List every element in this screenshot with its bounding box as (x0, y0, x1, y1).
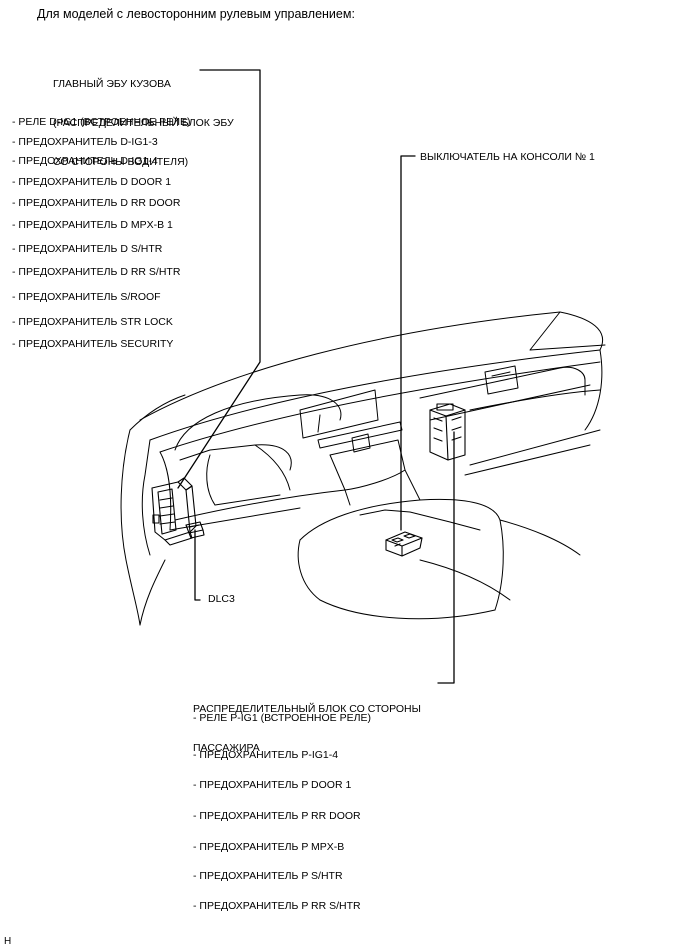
leader-console-switch (400, 155, 416, 531)
driver-item: - ПРЕДОХРАНИТЕЛЬ STR LOCK (12, 316, 173, 328)
passenger-item: - ПРЕДОХРАНИТЕЛЬ P-IG1-4 (193, 749, 339, 761)
driver-item: - ПРЕДОХРАНИТЕЛЬ D RR DOOR (12, 197, 181, 209)
passenger-item: - ПРЕДОХРАНИТЕЛЬ P DOOR 1 (193, 779, 352, 791)
figure-code: H (4, 936, 12, 947)
passenger-item: - ПРЕДОХРАНИТЕЛЬ P MPX-B (193, 841, 345, 853)
passenger-item: - ПРЕДОХРАНИТЕЛЬ P RR DOOR (193, 810, 361, 822)
leader-driver-ecu (177, 69, 261, 489)
passenger-block-title-line: РАСПРЕДЕЛИТЕЛЬНЫЙ БЛОК СО СТОРОНЫ (193, 703, 421, 715)
driver-ecu-title-line: ГЛАВНЫЙ ЭБУ КУЗОВА (53, 78, 171, 90)
driver-item: - РЕЛЕ D-IG1 (ВСТРОЕННОЕ РЕЛЕ) (12, 116, 191, 128)
passenger-item: - ПРЕДОХРАНИТЕЛЬ P S/HTR (193, 870, 343, 882)
driver-ecu-component (151, 477, 197, 546)
passenger-block-title: РАСПРЕДЕЛИТЕЛЬНЫЙ БЛОК СО СТОРОНЫ ПАССАЖ… (193, 677, 421, 768)
driver-item: - ПРЕДОХРАНИТЕЛЬ D-IG1-3 (12, 136, 158, 148)
driver-item: - ПРЕДОХРАНИТЕЛЬ S/ROOF (12, 291, 161, 303)
leader-lines (177, 69, 455, 684)
dashboard-outline (120, 311, 606, 626)
console-switch-component (385, 531, 423, 557)
passenger-item: - РЕЛЕ P-IG1 (ВСТРОЕННОЕ РЕЛЕ) (193, 712, 371, 724)
driver-item: - ПРЕДОХРАНИТЕЛЬ D-IG1-4 (12, 155, 158, 167)
driver-ecu-title-line: (РАСПРЕДЕЛИТЕЛЬНЫЙ БЛОК ЭБУ (53, 117, 234, 129)
dlc3-connector (185, 521, 205, 539)
driver-ecu-title-line: СО СТОРОНЫ ВОДИТЕЛЯ) (53, 156, 189, 168)
dlc3-label: DLC3 (208, 593, 235, 605)
leader-passenger-block (437, 431, 455, 684)
leader-dlc3 (194, 529, 201, 601)
passenger-junction-block-component (429, 403, 466, 461)
passenger-block-title-line: ПАССАЖИРА (193, 742, 260, 754)
driver-item: - ПРЕДОХРАНИТЕЛЬ D RR S/HTR (12, 266, 181, 278)
page-heading: Для моделей с левосторонним рулевым упра… (37, 7, 355, 21)
driver-item: - ПРЕДОХРАНИТЕЛЬ D DOOR 1 (12, 176, 172, 188)
driver-ecu-title: ГЛАВНЫЙ ЭБУ КУЗОВА (РАСПРЕДЕЛИТЕЛЬНЫЙ БЛ… (53, 52, 234, 182)
driver-item: - ПРЕДОХРАНИТЕЛЬ SECURITY (12, 338, 174, 350)
passenger-item: - ПРЕДОХРАНИТЕЛЬ P RR S/HTR (193, 900, 361, 912)
console-switch-label: ВЫКЛЮЧАТЕЛЬ НА КОНСОЛИ № 1 (420, 151, 595, 163)
driver-item: - ПРЕДОХРАНИТЕЛЬ D S/HTR (12, 243, 163, 255)
driver-item: - ПРЕДОХРАНИТЕЛЬ D MPX-B 1 (12, 219, 173, 231)
